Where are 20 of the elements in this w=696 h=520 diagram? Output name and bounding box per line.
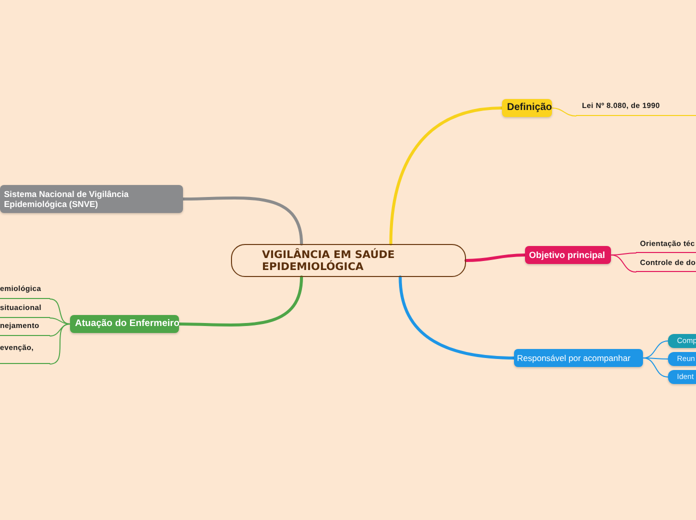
- connector-line: [50, 298, 70, 324]
- connector-line: [610, 254, 636, 272]
- topic-box: Definição: [502, 99, 552, 117]
- connector-line: [552, 108, 576, 116]
- connector-line: [398, 276, 516, 360]
- connector-line: [50, 324, 70, 364]
- connector-line: [642, 340, 668, 358]
- connector-line: [464, 254, 526, 262]
- connector-line: [389, 106, 504, 246]
- central-topic: VIGILÂNCIA EM SAÚDE EPIDEMIOLÓGICA: [231, 244, 466, 277]
- connector-line: [182, 196, 303, 246]
- topic-box: Responsável por acompanhar: [514, 349, 643, 367]
- connector-line: [610, 252, 636, 256]
- topic-box: Atuação do Enfermeiro: [70, 315, 179, 333]
- connector-line: [642, 358, 668, 378]
- connector-line: [50, 318, 70, 324]
- connector-line: [642, 358, 668, 360]
- connector-line: [178, 276, 303, 326]
- topic-box: Sistema Nacional de Vigilância Epidemiológica (SNVE): [0, 185, 183, 213]
- topic-box: Objetivo principal: [525, 246, 611, 264]
